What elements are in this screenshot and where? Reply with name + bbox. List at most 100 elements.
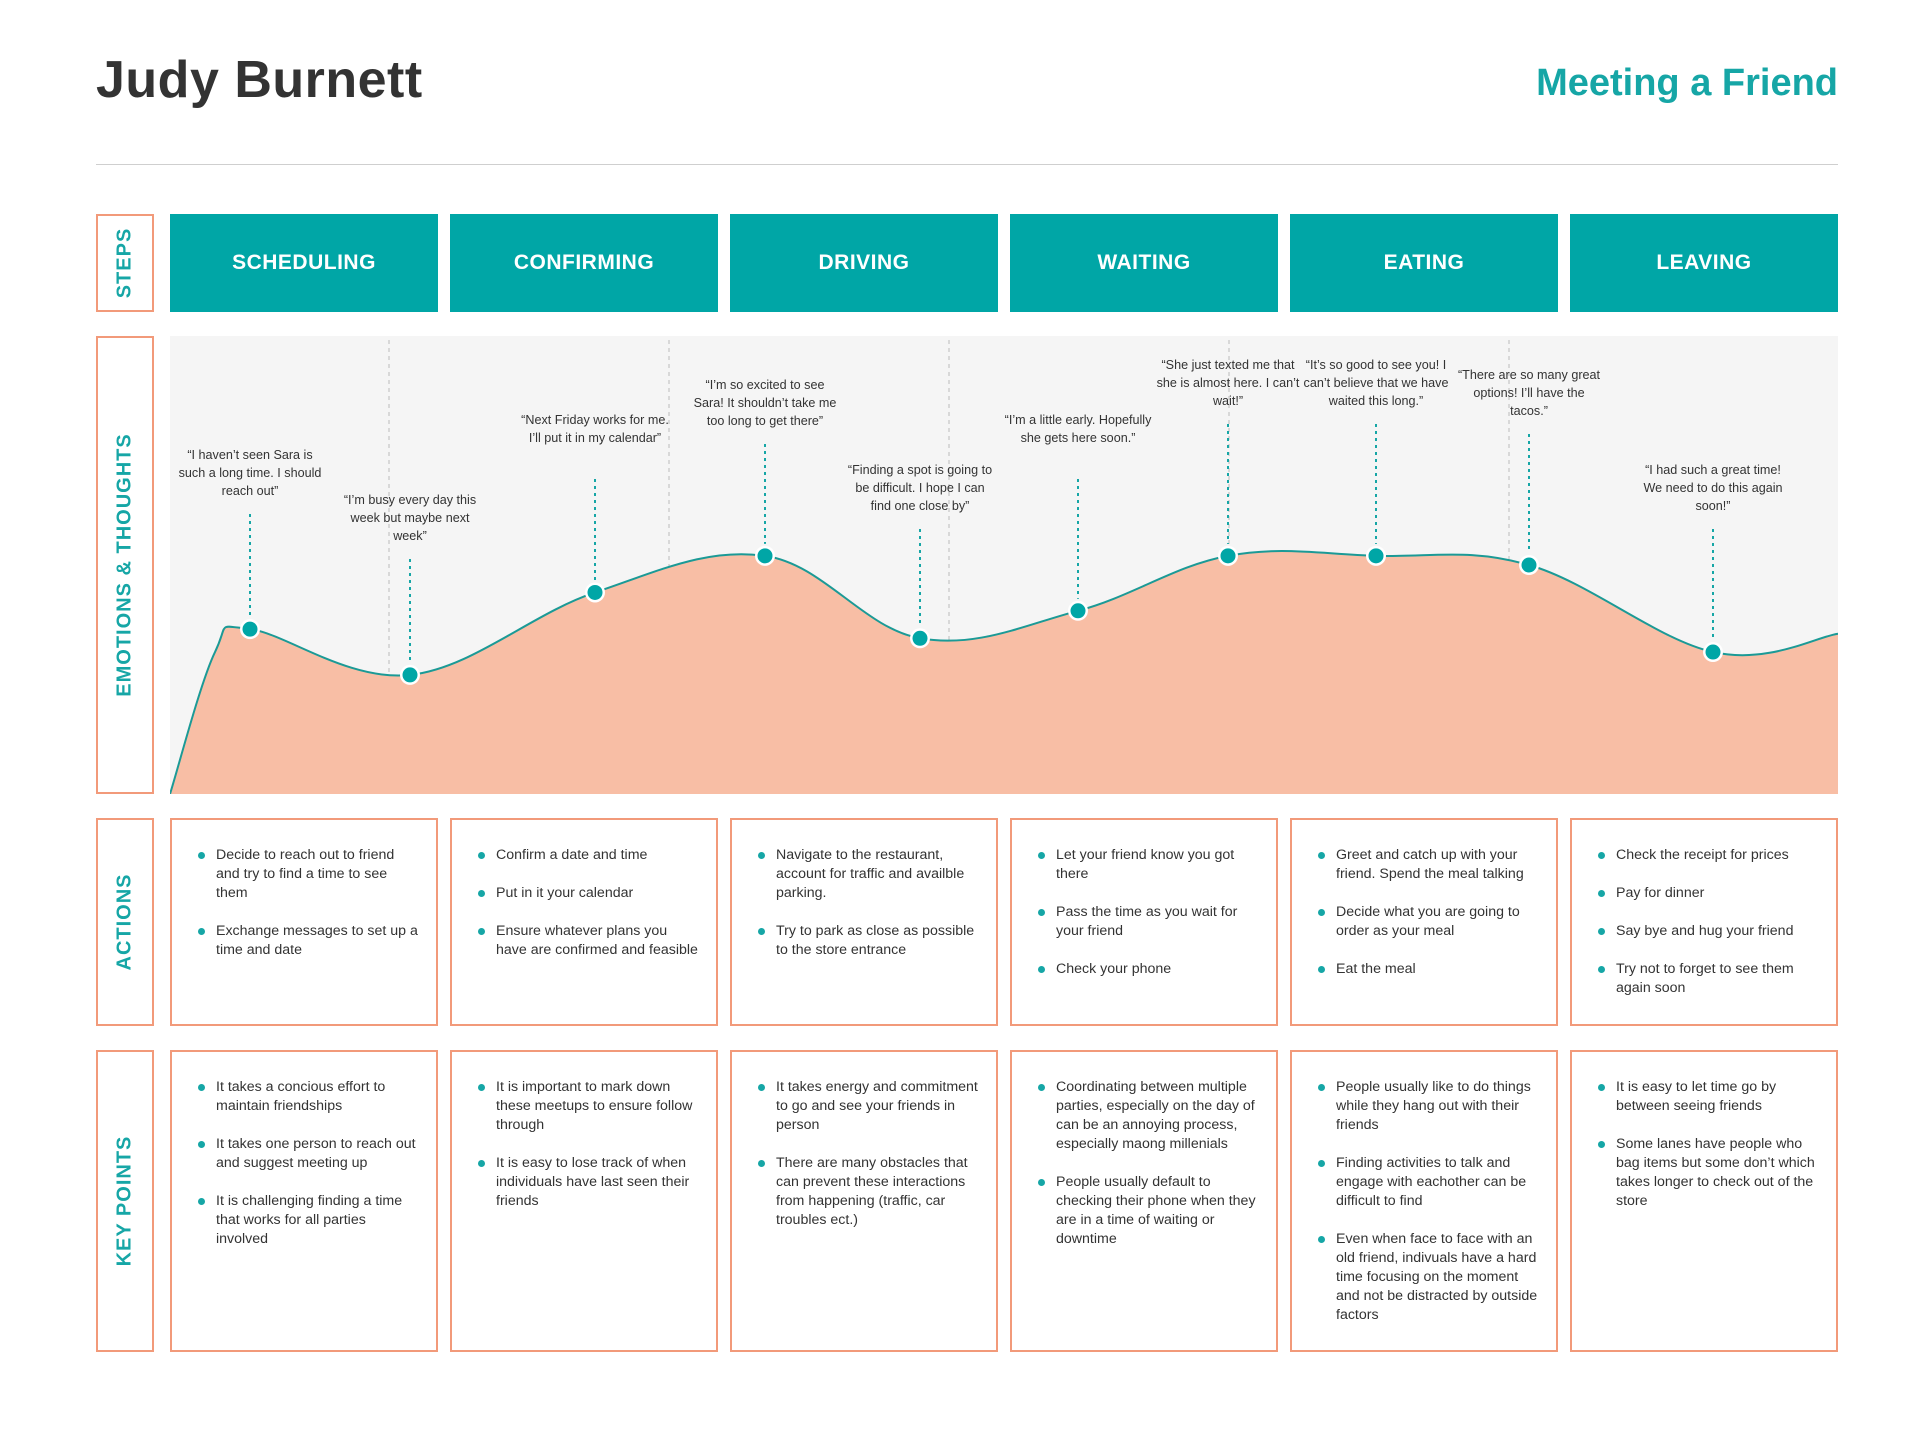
row-label-key-points-text: KEY POINTS: [113, 1135, 136, 1267]
emotion-point: [1070, 603, 1086, 619]
emotion-quote: “I’m a little early. Hopefully she gets …: [1004, 413, 1152, 445]
key-point-item: People usually like to do things while t…: [1318, 1078, 1538, 1135]
key-point-item: Coordinating between multiple parties, e…: [1038, 1078, 1258, 1154]
action-item: Eat the meal: [1318, 960, 1538, 979]
emotion-point: [1521, 557, 1537, 573]
emotion-quote: “I had such a great time! We need to do …: [1643, 463, 1783, 513]
emotion-quote-box: “I’m so excited to see Sara! It shouldn’…: [693, 378, 837, 428]
action-item: Try to park as close as possible to the …: [758, 922, 978, 960]
action-item: Greet and catch up with your friend. Spe…: [1318, 846, 1538, 884]
step-waiting: WAITING: [1010, 214, 1278, 312]
action-item: Say bye and hug your friend: [1598, 922, 1818, 941]
scenario-title: Meeting a Friend: [1536, 62, 1838, 104]
emotion-quote: “I haven’t seen Sara is such a long time…: [178, 448, 322, 498]
emotion-point: [402, 667, 418, 683]
action-box-eating: Greet and catch up with your friend. Spe…: [1290, 818, 1558, 1026]
action-item: Try not to forget to see them again soon: [1598, 960, 1818, 998]
action-list: Decide to reach out to friend and try to…: [172, 820, 436, 960]
action-item: Exchange messages to set up a time and d…: [198, 922, 418, 960]
emotion-quote: “I’m so excited to see Sara! It shouldn’…: [693, 378, 837, 428]
action-item: Pay for dinner: [1598, 884, 1818, 903]
emotion-quote-box: “I had such a great time! We need to do …: [1643, 463, 1783, 513]
key-point-box-driving: It takes energy and commitment to go and…: [730, 1050, 998, 1352]
step-confirming: CONFIRMING: [450, 214, 718, 312]
key-point-item: There are many obstacles that can preven…: [758, 1154, 978, 1230]
emotion-quote: “There are so many great options! I’ll h…: [1457, 368, 1601, 418]
row-label-actions: ACTIONS: [96, 818, 154, 1026]
key-point-item: It takes a concious effort to maintain f…: [198, 1078, 418, 1116]
row-label-steps-text: STEPS: [113, 227, 136, 299]
key-point-box-confirming: It is important to mark down these meetu…: [450, 1050, 718, 1352]
row-label-key-points: KEY POINTS: [96, 1050, 154, 1352]
key-point-list: It is important to mark down these meetu…: [452, 1052, 716, 1211]
header-divider: [96, 164, 1838, 165]
key-point-item: People usually default to checking their…: [1038, 1173, 1258, 1249]
emotion-quote: “She just texted me that she is almost h…: [1156, 358, 1300, 408]
key-point-box-eating: People usually like to do things while t…: [1290, 1050, 1558, 1352]
action-box-scheduling: Decide to reach out to friend and try to…: [170, 818, 438, 1026]
key-point-box-leaving: It is easy to let time go by between see…: [1570, 1050, 1838, 1352]
key-point-list: It takes energy and commitment to go and…: [732, 1052, 996, 1230]
key-point-list: People usually like to do things while t…: [1292, 1052, 1556, 1325]
key-point-list: It is easy to let time go by between see…: [1572, 1052, 1836, 1211]
emotion-quote-box: “Finding a spot is going to be difficult…: [847, 463, 993, 513]
emotion-quote: “It’s so good to see you! I can’t believ…: [1303, 358, 1449, 408]
emotion-point: [242, 621, 258, 637]
emotion-quote-box: “Next Friday works for me. I’ll put it i…: [521, 413, 669, 445]
emotion-quote: “Finding a spot is going to be difficult…: [847, 463, 993, 513]
step-leaving: LEAVING: [1570, 214, 1838, 312]
emotion-quote: “I’m busy every day this week but maybe …: [343, 493, 477, 543]
key-point-item: It takes one person to reach out and sug…: [198, 1135, 418, 1173]
key-point-list: Coordinating between multiple parties, e…: [1012, 1052, 1276, 1249]
key-point-item: It is easy to let time go by between see…: [1598, 1078, 1818, 1116]
emotion-quote-box: “I’m a little early. Hopefully she gets …: [1004, 413, 1152, 445]
key-point-item: Finding activities to talk and engage wi…: [1318, 1154, 1538, 1211]
key-point-item: It is challenging finding a time that wo…: [198, 1192, 418, 1249]
action-box-driving: Navigate to the restaurant, account for …: [730, 818, 998, 1026]
emotion-point: [587, 584, 603, 600]
action-item: Check the receipt for prices: [1598, 846, 1818, 865]
action-list: Navigate to the restaurant, account for …: [732, 820, 996, 960]
action-item: Pass the time as you wait for your frien…: [1038, 903, 1258, 941]
action-item: Let your friend know you got there: [1038, 846, 1258, 884]
key-point-list: It takes a concious effort to maintain f…: [172, 1052, 436, 1249]
row-label-emotions-text: EMOTIONS & THOUGHTS: [113, 433, 136, 697]
action-item: Ensure whatever plans you have are confi…: [478, 922, 698, 960]
emotion-quote-box: “There are so many great options! I’ll h…: [1457, 368, 1601, 418]
emotion-point: [1705, 644, 1721, 660]
emotion-point: [912, 630, 928, 646]
step-scheduling: SCHEDULING: [170, 214, 438, 312]
key-point-item: Even when face to face with an old frien…: [1318, 1230, 1538, 1325]
emotion-quote-box: “I haven’t seen Sara is such a long time…: [178, 448, 322, 498]
action-item: Decide what you are going to order as yo…: [1318, 903, 1538, 941]
emotion-point: [1368, 548, 1384, 564]
persona-name: Judy Burnett: [96, 51, 423, 109]
emotion-quote-box: “It’s so good to see you! I can’t believ…: [1303, 358, 1449, 408]
key-point-item: Some lanes have people who bag items but…: [1598, 1135, 1818, 1211]
step-eating: EATING: [1290, 214, 1558, 312]
action-item: Decide to reach out to friend and try to…: [198, 846, 418, 903]
action-item: Confirm a date and time: [478, 846, 698, 865]
action-item: Navigate to the restaurant, account for …: [758, 846, 978, 903]
emotion-area-fill: [170, 551, 1838, 794]
emotion-curve-chart: “I haven’t seen Sara is such a long time…: [170, 336, 1838, 794]
emotion-quote-box: “I’m busy every day this week but maybe …: [343, 493, 477, 543]
action-list: Greet and catch up with your friend. Spe…: [1292, 820, 1556, 979]
emotion-point: [1220, 548, 1236, 564]
row-label-steps: STEPS: [96, 214, 154, 312]
key-point-item: It is easy to lose track of when individ…: [478, 1154, 698, 1211]
key-point-item: It takes energy and commitment to go and…: [758, 1078, 978, 1135]
action-item: Check your phone: [1038, 960, 1258, 979]
step-driving: DRIVING: [730, 214, 998, 312]
emotion-point: [757, 548, 773, 564]
row-label-actions-text: ACTIONS: [113, 873, 136, 971]
action-item: Put in it your calendar: [478, 884, 698, 903]
emotion-quote: “Next Friday works for me. I’ll put it i…: [521, 413, 669, 445]
row-label-emotions: EMOTIONS & THOUGHTS: [96, 336, 154, 794]
